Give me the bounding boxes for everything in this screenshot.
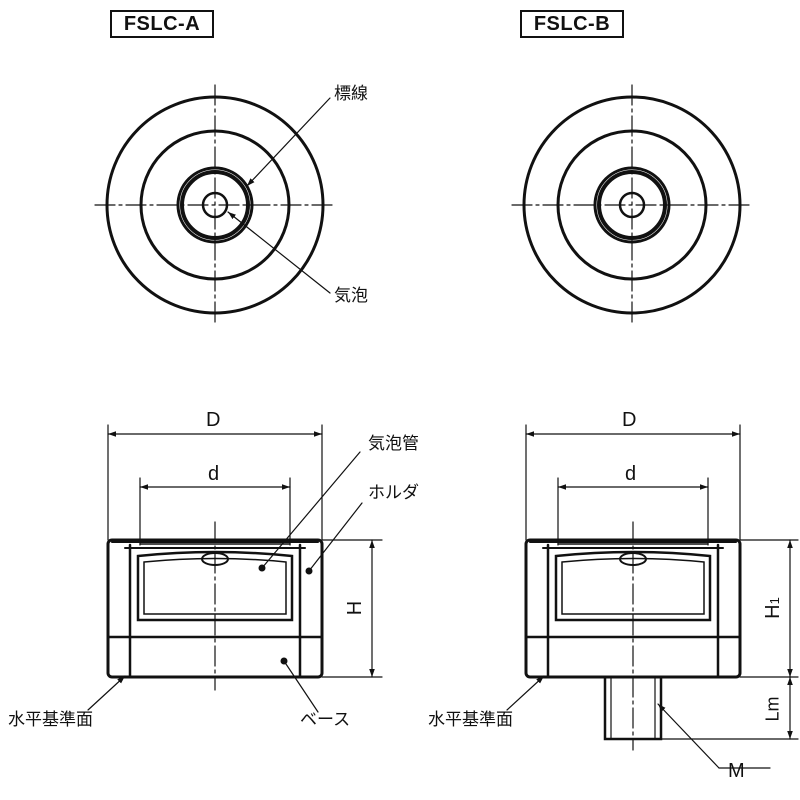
base-leader-dot [280, 657, 288, 665]
horizontal-reference-label-b: 水平基準面 [428, 710, 513, 730]
bubble-label: 気泡 [334, 286, 368, 306]
fslc-a-front-view [87, 424, 383, 713]
a-vial-window-inner [143, 557, 287, 615]
marking-line-leader [246, 97, 331, 187]
holder-leader-dot [305, 567, 313, 575]
fslc-b-title: FSLC-B [520, 10, 624, 38]
bubble-tube-leader [261, 451, 361, 569]
holder-label: ホルダ [368, 483, 419, 503]
horizontal-reference-label-a: 水平基準面 [8, 710, 93, 730]
fslc-b-top-view [511, 84, 753, 323]
b-thread-leader [657, 703, 720, 769]
b-reference-leader [506, 675, 545, 711]
b-height-label: H1 [761, 597, 784, 619]
b-vial-window [554, 550, 712, 622]
b-thread-length-label: Lm [762, 696, 783, 722]
a-vial-window [136, 550, 294, 622]
holder-leader [308, 502, 363, 572]
b-height-subscript: 1 [766, 597, 782, 605]
bubble-leader [227, 211, 331, 294]
a-outer-diameter-label: D [206, 409, 221, 431]
b-vial-window-inner [561, 557, 705, 615]
fslc-a-top-view [94, 84, 336, 323]
marking-line-label: 標線 [334, 84, 368, 104]
b-thread-label: M [728, 760, 745, 782]
bubble-tube-label: 気泡管 [368, 434, 419, 454]
a-reference-leader [87, 675, 126, 711]
base-label: ベース [300, 710, 351, 730]
a-inner-diameter-label: d [208, 463, 220, 485]
bubble-tube-leader-dot [258, 564, 266, 572]
base-leader [283, 660, 319, 713]
b-inner-diameter-label: d [625, 463, 637, 485]
b-height-main: H [761, 604, 784, 619]
fslc-a-title: FSLC-A [110, 10, 214, 38]
a-height-label: H [344, 600, 367, 616]
b-outer-diameter-label: D [622, 409, 637, 431]
fslc-b-front-view [506, 424, 799, 769]
